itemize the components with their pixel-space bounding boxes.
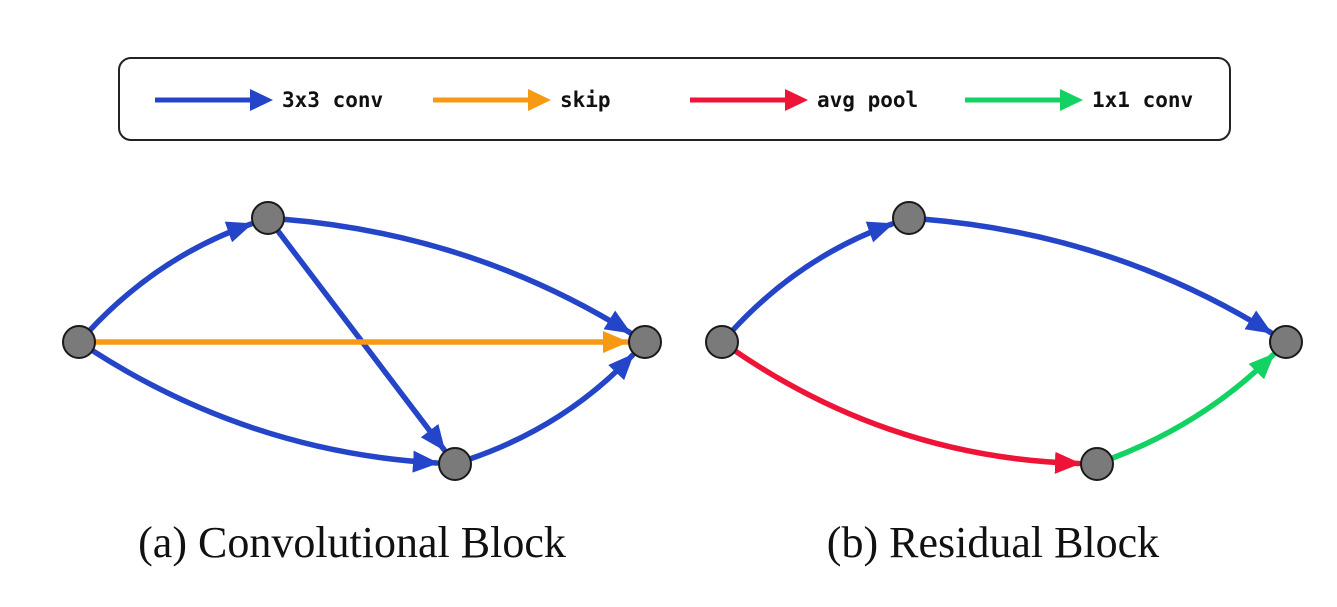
legend-item-avg-pool: avg pool [690,88,918,112]
legend-item-conv3x3: 3x3 conv [155,88,383,112]
legend-item-skip: skip [433,88,611,112]
caption-residual-block: (b) Residual Block [827,518,1159,567]
edge-conv1x1-n2-n3 [1107,351,1276,462]
node-n1 [251,201,285,235]
node-n0 [62,325,96,359]
legend-box [118,57,1231,141]
legend-label-skip: skip [560,88,611,112]
nodes [705,201,1303,481]
legend-label-avg-pool: avg pool [817,88,918,112]
legend-arrowhead-conv1x1 [1060,89,1083,111]
edge-conv3x3-n0-n1 [85,221,254,335]
node-n2 [438,447,472,481]
legend-item-conv1x1: 1x1 conv [965,88,1193,112]
node-n3 [1269,325,1303,359]
graph-convolutional-block [62,201,662,481]
legend-arrowhead-skip [528,89,551,111]
edge-conv3x3-n2-n3 [465,352,636,463]
node-n1 [892,201,926,235]
edge-avg-pool-n0-n2 [730,347,1082,474]
edges [85,216,636,473]
caption-convolutional-block: (a) Convolutional Block [138,518,566,567]
edge-conv3x3-n0-n1 [728,221,895,335]
node-n2 [1080,447,1114,481]
legend-arrowhead-conv3x3 [250,89,273,111]
legend: 3x3 conv skip avg pool 1x1 conv [118,57,1231,141]
edge-conv3x3-n1-n3 [920,216,1274,336]
legend-arrowhead-avg-pool [785,89,808,111]
edge-conv3x3-n0-n2 [88,346,440,473]
legend-label-conv3x3: 3x3 conv [282,88,383,112]
graph-residual-block [705,201,1303,481]
edge-conv3x3-n1-n3 [279,216,633,336]
edges [728,216,1276,474]
nodes [62,201,662,481]
node-n0 [705,325,739,359]
node-n3 [628,325,662,359]
legend-label-conv1x1: 1x1 conv [1092,88,1193,112]
